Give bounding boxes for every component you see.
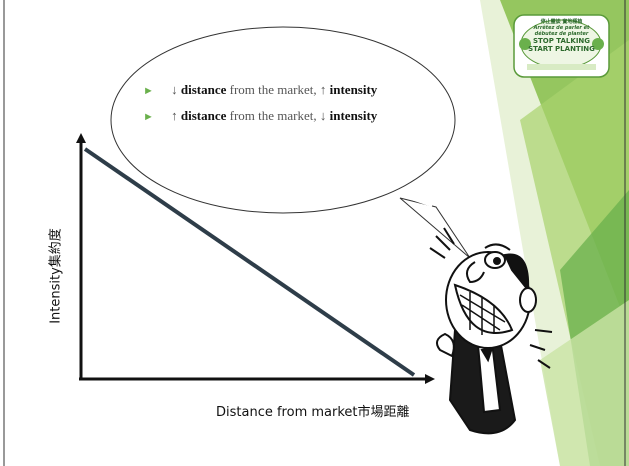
bullet-arrow-icon: ► xyxy=(143,111,154,123)
logo-line-4: STOP TALKING xyxy=(532,37,591,45)
bullet-item-1: ► ↓ distance from the market, ↑ intensit… xyxy=(143,82,377,98)
bullet-keyword: intensity xyxy=(329,82,378,97)
ear xyxy=(519,287,537,313)
nose xyxy=(465,261,485,284)
logo-line-1: 停止靈談 實地種植 xyxy=(540,19,583,25)
logo-line-3: débutez de planter xyxy=(534,31,589,37)
stop-talking-start-planting-logo: 停止靈談 實地種植 Arrêtez de parler et débutez d… xyxy=(513,14,610,78)
arrow-down-icon: ↓ xyxy=(171,82,178,97)
x-axis-label: Distance from market市場距離 xyxy=(216,405,410,420)
intensity-line xyxy=(83,147,416,377)
logo-frame xyxy=(513,14,610,78)
eyebrow xyxy=(484,243,511,251)
bullet-keyword: distance xyxy=(180,82,227,97)
excitement-lines xyxy=(429,227,455,259)
logo-line-5: START PLANTING xyxy=(528,45,595,53)
bullet-text: from the market, xyxy=(229,108,317,123)
bullet-keyword: intensity xyxy=(329,108,378,123)
bullet-item-2: ► ↑ distance from the market, ↓ intensit… xyxy=(143,108,377,124)
arrow-up-icon: ↑ xyxy=(171,108,178,123)
logo-line-2: Arrêtez de parler et xyxy=(533,25,590,31)
bullet-keyword: distance xyxy=(180,108,227,123)
excitement-lines-right xyxy=(529,329,553,369)
hand xyxy=(435,332,455,358)
bowtie xyxy=(480,346,494,363)
speech-bubble-ellipse xyxy=(110,26,456,214)
arrow-down-icon: ↓ xyxy=(319,108,327,123)
arrow-up-icon: ↑ xyxy=(319,82,327,97)
deco-shape-bottom xyxy=(540,300,629,466)
bubble-tail-join xyxy=(402,195,433,207)
pupil xyxy=(493,257,501,265)
bullet-arrow-icon: ► xyxy=(143,85,154,97)
teeth xyxy=(459,292,506,335)
bullet-text: from the market, xyxy=(229,82,317,97)
